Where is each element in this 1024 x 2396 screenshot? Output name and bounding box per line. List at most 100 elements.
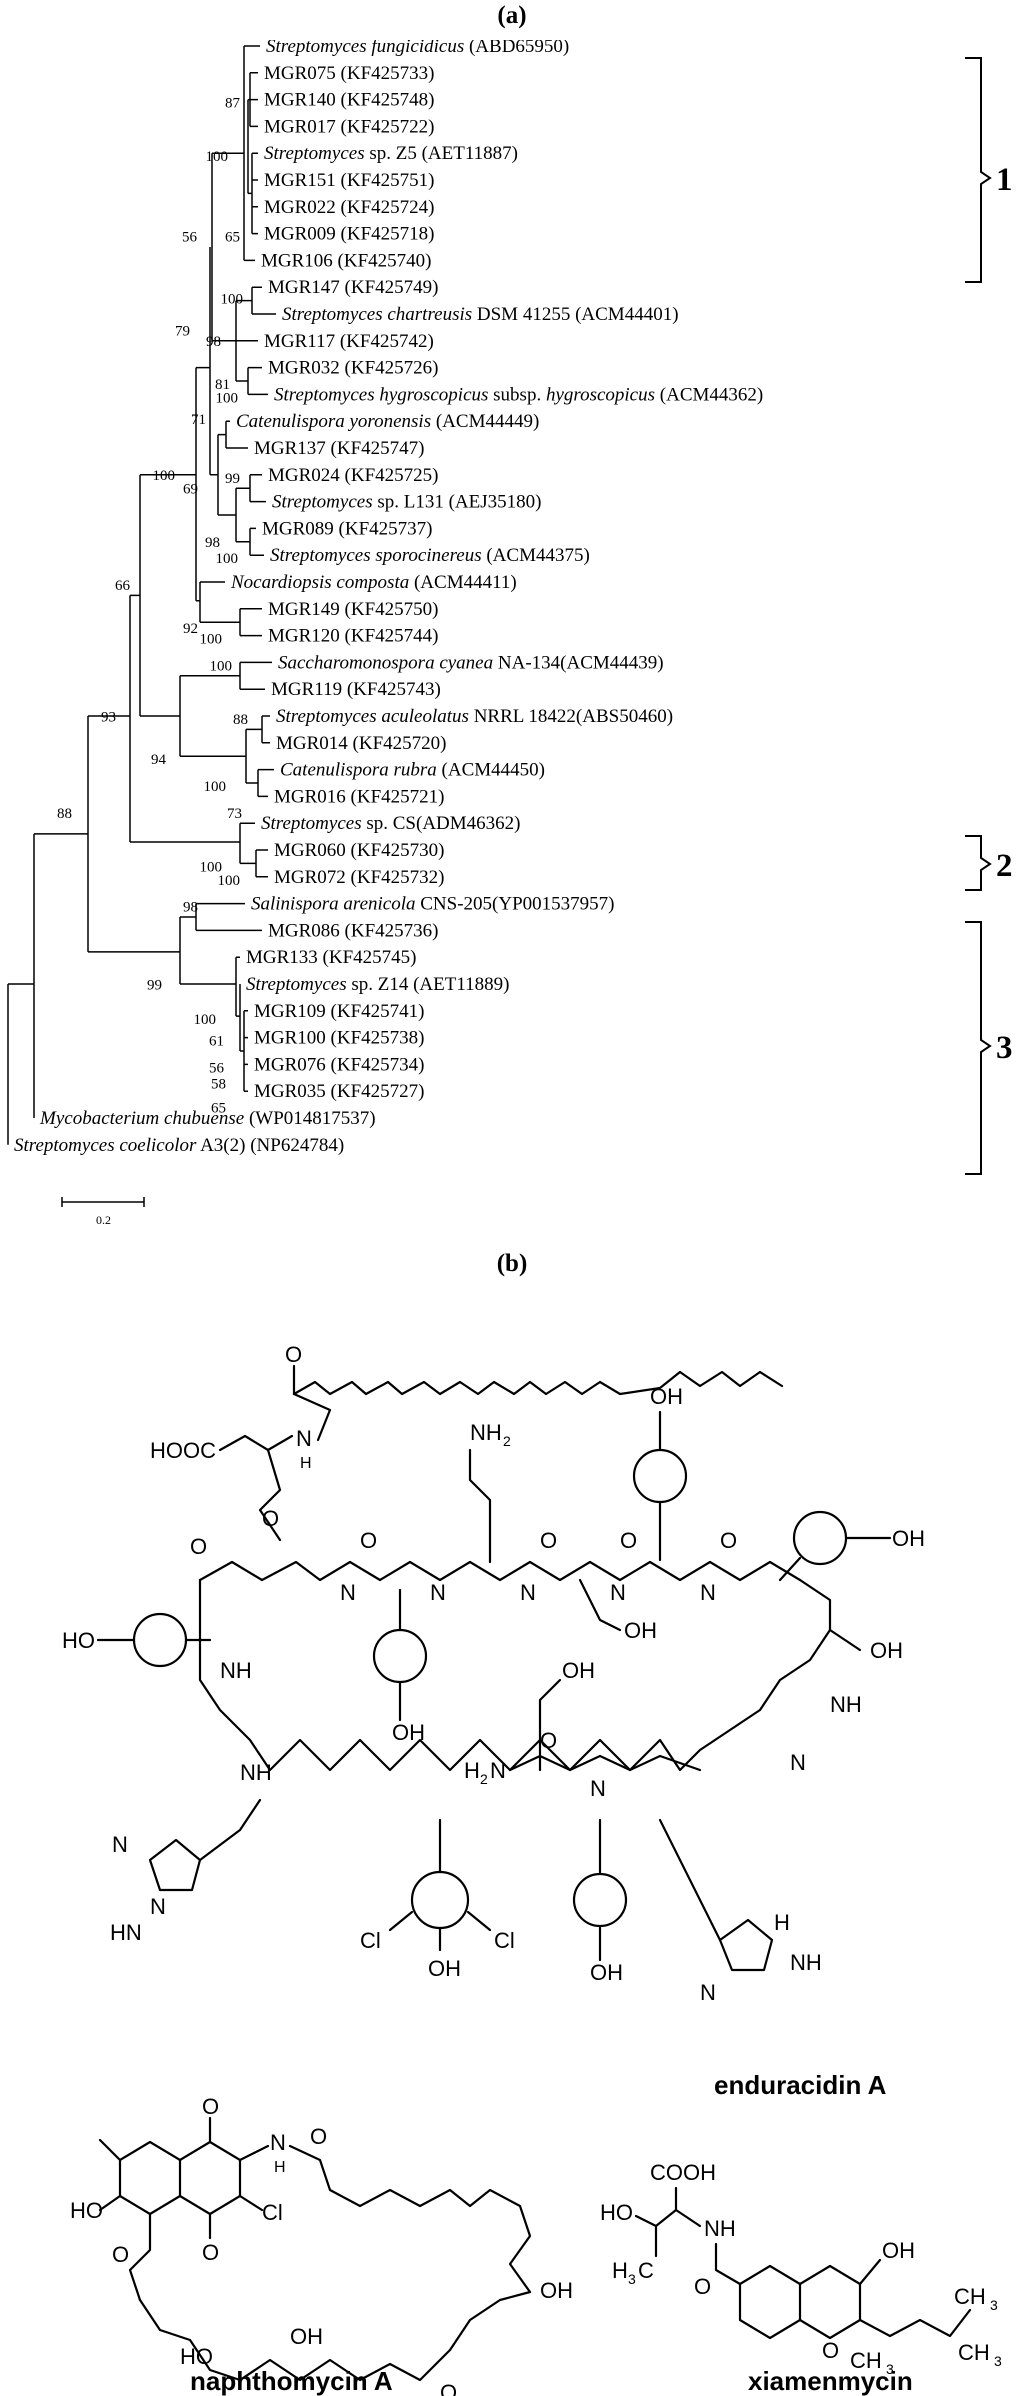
svg-text:CH: CH (954, 2284, 986, 2309)
tree-branch (180, 956, 248, 1092)
svg-text:N: N (296, 1426, 312, 1451)
svg-text:NH: NH (470, 1420, 502, 1445)
svg-text:HOOC: HOOC (150, 1438, 216, 1463)
tree-leaf-label: MGR086 (KF425736) (268, 920, 438, 941)
svg-text:3: 3 (994, 2353, 1002, 2369)
tree-leaf-label: MGR106 (KF425740) (261, 250, 431, 271)
tree-leaf-label: MGR149 (KF425750) (268, 599, 438, 620)
tree-branch (236, 286, 276, 315)
svg-text:OH: OH (882, 2238, 915, 2263)
svg-text:OH: OH (290, 2324, 323, 2349)
svg-text:O: O (822, 2338, 839, 2363)
tree-branch (180, 661, 272, 690)
tree-leaf-label: MGR100 (KF425738) (254, 1028, 424, 1049)
tree-leaf-label: MGR076 (KF425734) (254, 1054, 424, 1075)
svg-text:CH: CH (958, 2340, 990, 2365)
svg-text:O: O (310, 2124, 327, 2149)
svg-text:N: N (112, 1832, 128, 1857)
svg-text:H: H (464, 1758, 480, 1783)
bootstrap-value: 100 (194, 1012, 217, 1028)
bootstrap-value: 99 (147, 977, 162, 993)
svg-text:N: N (430, 1580, 446, 1605)
svg-text:H: H (274, 2159, 286, 2176)
svg-text:O: O (540, 1728, 557, 1753)
tree-branch (196, 247, 211, 475)
tree-branch (211, 152, 238, 342)
tree-branch (88, 595, 134, 843)
tree-leaf-label: MGR117 (KF425742) (264, 331, 434, 352)
tree-branch (210, 434, 237, 542)
svg-text:Cl: Cl (262, 2200, 283, 2225)
svg-text:H: H (612, 2258, 628, 2283)
tree-branch (226, 300, 237, 381)
bootstrap-value: 100 (216, 551, 239, 567)
clade-2-bracket (965, 835, 992, 891)
bootstrap-value: 93 (101, 709, 116, 725)
svg-text:OH: OH (428, 1956, 461, 1981)
bootstrap-value: 65 (211, 1101, 226, 1117)
svg-text:C: C (638, 2258, 654, 2283)
panel-b-label: (b) (496, 1250, 528, 1277)
tree-leaf-label: MGR072 (KF425732) (274, 867, 444, 888)
clade-2-label: 2 (996, 848, 1013, 884)
bootstrap-value: 88 (57, 806, 72, 822)
tree-leaf-label: Nocardiopsis composta (ACM44411) (230, 572, 517, 593)
tree-leaf-label: MGR032 (KF425726) (268, 358, 438, 379)
svg-text:O: O (202, 2240, 219, 2265)
tree-leaf-label: MGR133 (KF425745) (246, 947, 416, 968)
svg-text:OH: OH (392, 1720, 425, 1745)
tree-leaf-label: Streptomyces sporocinereus (ACM44375) (270, 545, 590, 566)
tree-leaf-label: MGR119 (KF425743) (271, 679, 441, 700)
leaf-labels: Streptomyces fungicidicus (ABD65950)MGR0… (14, 40, 763, 1156)
bootstrap-value: 100 (216, 390, 239, 406)
tree-leaf-label: MGR024 (KF425725) (268, 465, 438, 486)
svg-text:3: 3 (628, 2271, 636, 2287)
svg-text:HO: HO (600, 2200, 633, 2225)
clade-3-label: 3 (996, 1030, 1013, 1066)
tree-leaf-label: Streptomyces aculeolatus NRRL 18422(ABS5… (276, 706, 673, 727)
svg-text:NH: NH (220, 1658, 252, 1683)
bootstrap-value: 66 (115, 578, 131, 594)
svg-text:N: N (790, 1750, 806, 1775)
svg-text:NH: NH (704, 2216, 736, 2241)
svg-text:NH: NH (830, 1692, 862, 1717)
svg-text:O: O (440, 2380, 457, 2396)
scale-bar: 0.2 (61, 1197, 145, 1227)
tree-leaf-label: MGR035 (KF425727) (254, 1081, 424, 1102)
tree-leaf-label: MGR016 (KF425721) (274, 786, 444, 807)
svg-text:OH: OH (562, 1658, 595, 1683)
svg-text:NH: NH (790, 1950, 822, 1975)
svg-text:NH: NH (240, 1760, 272, 1785)
tree-leaf-label: Saccharomonospora cyanea NA-134(ACM44439… (278, 652, 664, 673)
tree-leaf-label: Catenulispora rubra (ACM44450) (280, 760, 545, 781)
svg-text:COOH: COOH (650, 2160, 716, 2185)
bootstrap-value: 98 (205, 535, 220, 551)
tree-leaf-label: MGR014 (KF425720) (276, 733, 446, 754)
tree-branch (247, 72, 253, 234)
bootstrap-value: 98 (206, 334, 221, 350)
bootstrap-value: 87 (225, 96, 241, 112)
tree-leaf-label: Streptomyces sp. Z5 (AET11887) (264, 143, 518, 164)
tree-branch (180, 902, 262, 932)
tree-branch (246, 768, 274, 798)
tree-leaf-label: Streptomyces sp. L131 (AEJ35180) (272, 492, 542, 513)
tree-leaf-label: MGR017 (KF425722) (264, 116, 434, 137)
svg-text:HO: HO (180, 2344, 213, 2369)
svg-text:O: O (190, 1534, 207, 1559)
svg-text:OH: OH (892, 1526, 925, 1551)
bootstrap-value: 88 (233, 712, 248, 728)
tree-leaf-label: MGR147 (KF425749) (268, 277, 438, 298)
svg-text:O: O (620, 1528, 637, 1553)
svg-text:OH: OH (624, 1618, 657, 1643)
svg-text:O: O (720, 1528, 737, 1553)
svg-text:OH: OH (590, 1960, 623, 1985)
svg-text:H: H (300, 1455, 312, 1472)
tree-leaf-label: MGR022 (KF425724) (264, 197, 434, 218)
bootstrap-value: 92 (183, 621, 198, 637)
tree-leaf-label: Streptomyces sp. CS(ADM46362) (261, 813, 520, 834)
bootstrap-value: 100 (204, 779, 227, 795)
bootstrap-value: 100 (200, 859, 223, 875)
bootstrap-value: 100 (200, 632, 223, 648)
